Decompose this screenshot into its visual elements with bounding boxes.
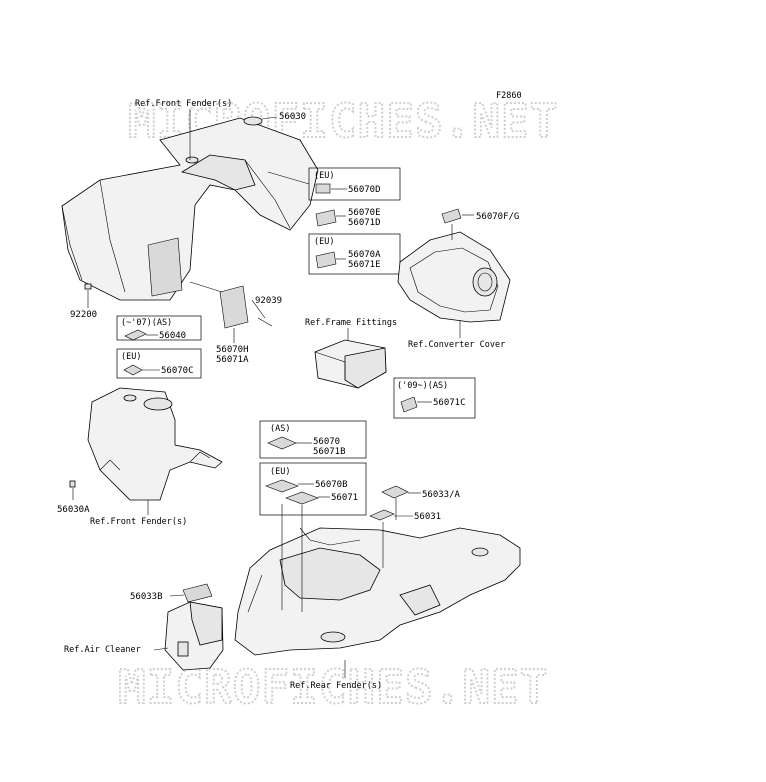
variant-eu-3: (EU) <box>121 352 141 362</box>
rear-fender-drawing <box>234 527 521 656</box>
box-eu-56070C <box>116 348 202 379</box>
ref-front-fender-bottom: Ref.Front Fender(s) <box>90 517 187 527</box>
box-eu-56070A <box>308 233 401 275</box>
label-56071: 56071 <box>331 493 358 503</box>
ref-air-cleaner: Ref.Air Cleaner <box>64 645 141 655</box>
label-56070A: 56070A <box>348 250 381 260</box>
air-cleaner-drawing <box>164 601 224 671</box>
variant-eu-1: (EU) <box>314 171 334 181</box>
ref-converter-cover: Ref.Converter Cover <box>408 340 505 350</box>
label-56031: 56031 <box>414 512 441 522</box>
label-56071D: 56071D <box>348 218 381 228</box>
label-92200: 92200 <box>70 310 97 320</box>
label-56070: 56070 <box>313 437 340 447</box>
label-56070B: 56070B <box>315 480 348 490</box>
label-56070F-G: 56070F/G <box>476 212 519 222</box>
ref-frame-fittings: Ref.Frame Fittings <box>305 318 397 328</box>
ref-rear-fender: Ref.Rear Fender(s) <box>290 681 382 691</box>
label-56071B: 56071B <box>313 447 346 457</box>
variant-as: (AS) <box>270 424 290 434</box>
label-56040: 56040 <box>159 331 186 341</box>
label-56070C: 56070C <box>161 366 194 376</box>
front-fender-lower-drawing <box>87 387 223 501</box>
figure-code: F2860 <box>496 91 522 101</box>
box-as-56040 <box>116 315 202 341</box>
cap-56030 <box>243 116 263 126</box>
label-56071C: 56071C <box>433 398 466 408</box>
label-56070H: 56070H <box>216 345 249 355</box>
label-56033B: 56033B <box>130 592 163 602</box>
variant-eu-4: (EU) <box>270 467 290 477</box>
label-92039: 92039 <box>255 296 282 306</box>
label-56070E: 56070E <box>348 208 381 218</box>
label-56071E: 56071E <box>348 260 381 270</box>
converter-cover-drawing <box>397 231 511 323</box>
label-56071A: 56071A <box>216 355 249 365</box>
variant-eu-2: (EU) <box>314 237 334 247</box>
variant-as-09: ('09~)(AS) <box>397 381 448 391</box>
box-as-56070 <box>259 420 367 459</box>
frame-fittings-drawing <box>314 339 387 389</box>
label-56030: 56030 <box>279 112 306 122</box>
label-56033-A: 56033/A <box>422 490 461 500</box>
box-eu-56070B <box>259 462 367 516</box>
ref-front-fender-top: Ref.Front Fender(s) <box>135 99 232 109</box>
label-56030A: 56030A <box>57 505 90 515</box>
variant-as-07: (~'07)(AS) <box>121 318 172 328</box>
front-fender-top-drawing <box>61 116 319 301</box>
label-56070D: 56070D <box>348 185 381 195</box>
box-as-56071C <box>393 377 476 419</box>
